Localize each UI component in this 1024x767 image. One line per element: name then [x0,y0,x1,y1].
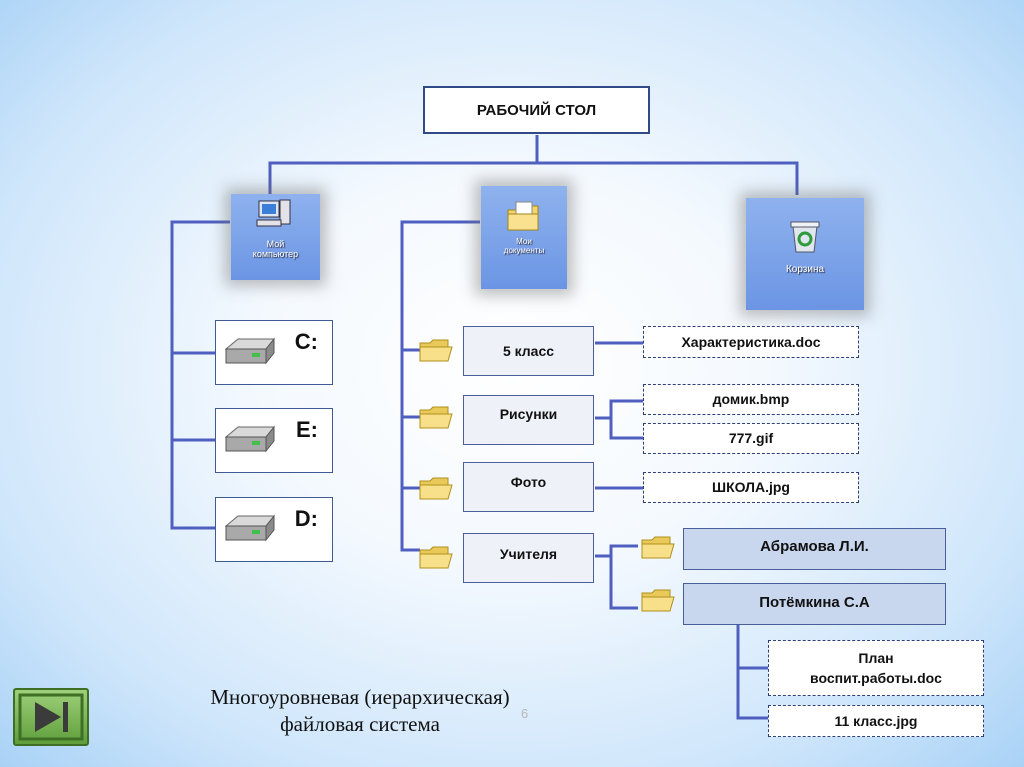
teacher-potemkina-label: Потёмкина С.А [759,594,870,611]
folder-risunki: Рисунки [463,395,594,445]
my-computer-label-line1: Мой [266,239,285,249]
teacher-potemkina: Потёмкина С.А [683,583,946,625]
folder-foto-label: Фото [510,474,547,490]
drive-e-letter: E: [296,417,318,442]
recycle-bin-icon [790,221,820,253]
folder-uchitelya-label: Учителя [499,546,558,562]
file-777: 777.gif [643,423,859,454]
documents-icon [507,201,539,231]
play-end-icon [18,693,84,741]
my-computer-label-line2: компьютер [252,248,299,259]
hard-drive-icon [224,425,276,453]
folder-icon [641,589,675,612]
folder-5-klass: 5 класс [463,326,594,376]
hard-drive-icon [224,337,276,365]
file-shkola-label: ШКОЛА.jpg [712,479,790,496]
drive-d-letter: D: [294,506,318,531]
root-label: РАБОЧИЙ СТОЛ [476,101,597,119]
file-777-label: 777.gif [728,430,774,447]
folder-icon [419,477,453,500]
file-domik-label: домик.bmp [712,391,790,408]
file-11-klass-label: 11 класс.jpg [834,712,918,729]
file-plan-line1: План [858,649,894,666]
folder-uchitelya: Учителя [463,533,594,583]
teacher-abramova: Абрамова Л.И. [683,528,946,570]
drive-e: E: [215,408,333,473]
folder-icon [419,339,453,362]
hard-drive-icon [224,514,276,542]
caption-line2: файловая система [280,712,440,737]
file-11-klass: 11 класс.jpg [768,705,984,737]
recycle-bin-label: Корзина [785,264,825,275]
my-documents-node: Мои документы [481,186,567,289]
file-harakteristika: Характеристика.doc [643,326,859,358]
drive-d: D: [215,497,333,562]
slide-caption: Многоуровневая (иерархическая) файловая … [150,684,570,739]
caption-line1: Многоуровневая (иерархическая) [210,685,510,709]
slide-number: 6 [521,706,529,721]
file-harakteristika-label: Характеристика.doc [681,333,821,350]
folder-icon [419,406,453,429]
recycle-bin-node: Корзина [746,198,864,310]
file-plan-line2: воспит.работы.doc [810,670,942,686]
folder-risunki-label: Рисунки [499,406,558,422]
folder-5-klass-label: 5 класс [502,343,555,359]
computer-icon [256,199,291,227]
folder-icon [641,536,675,559]
my-computer-node: Мой компьютер [231,194,320,280]
file-shkola: ШКОЛА.jpg [643,472,859,503]
drive-c: C: [215,320,333,385]
file-domik: домик.bmp [643,384,859,415]
teacher-abramova-label: Абрамова Л.И. [760,538,869,555]
folder-icon [419,546,453,569]
folder-foto: Фото [463,462,594,512]
file-plan: План воспит.работы.doc [768,640,984,696]
my-documents-label-line2: документы [503,245,545,255]
drive-c-letter: C: [294,329,318,354]
root-node-desktop: РАБОЧИЙ СТОЛ [423,86,650,134]
next-slide-button[interactable] [13,688,89,746]
my-documents-label-line1: Мои [516,237,532,246]
